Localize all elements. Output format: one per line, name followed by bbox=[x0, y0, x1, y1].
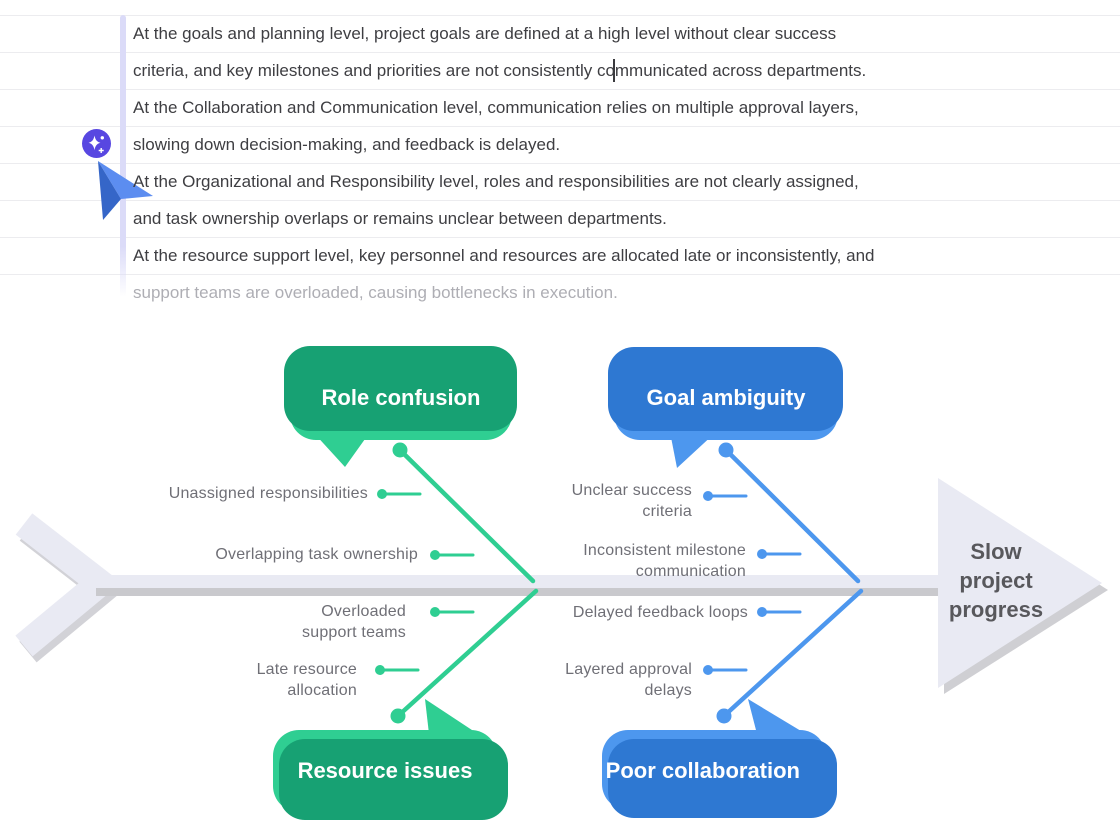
branch-dot bbox=[718, 442, 734, 458]
cause-label[interactable]: Inconsistent milestone communication bbox=[546, 540, 746, 582]
cause-dot bbox=[757, 549, 767, 559]
ruled-line bbox=[0, 52, 1120, 53]
cause-dot bbox=[377, 489, 387, 499]
cause-label-line: Unclear success bbox=[571, 482, 692, 499]
cause-label-line: communication bbox=[635, 563, 746, 580]
cause-label-line: Overloaded bbox=[321, 603, 406, 620]
doc-line[interactable]: and task ownership overlaps or remains u… bbox=[133, 209, 667, 228]
cause-dot bbox=[703, 665, 713, 675]
doc-line[interactable]: slowing down decision-making, and feedba… bbox=[133, 135, 561, 154]
cause-label[interactable]: Overlapping task ownership bbox=[168, 544, 418, 565]
cause-label[interactable]: Layered approval delays bbox=[492, 659, 692, 701]
bubble-tail bbox=[748, 699, 806, 734]
branch-dot bbox=[390, 708, 406, 724]
cause-dot bbox=[703, 491, 713, 501]
effect-label[interactable]: Slow project progress bbox=[948, 539, 1044, 622]
sparkle-icon bbox=[88, 135, 104, 153]
fishbone-diagram bbox=[15, 432, 1108, 734]
ruled-line bbox=[0, 89, 1120, 90]
cause-label-line: Inconsistent milestone bbox=[583, 542, 746, 559]
doc-line-generating[interactable]: support teams are overloaded, causing bo… bbox=[133, 283, 618, 302]
cause-dot bbox=[430, 607, 440, 617]
doc-line[interactable]: At the Organizational and Responsibility… bbox=[133, 172, 859, 191]
ruled-line bbox=[0, 163, 1120, 164]
cause-label[interactable]: Delayed feedback loops bbox=[498, 602, 748, 623]
cause-dot bbox=[757, 607, 767, 617]
cause-label-line: Layered approval bbox=[565, 661, 692, 678]
branch-bottom-right bbox=[721, 588, 864, 719]
bubble-tail bbox=[425, 699, 478, 734]
cause-label-line: criteria bbox=[642, 503, 692, 520]
ruled-line bbox=[0, 200, 1120, 201]
doc-line[interactable]: At the Collaboration and Communication l… bbox=[133, 98, 859, 117]
cause-label-line: delays bbox=[644, 682, 692, 699]
branch-top-left bbox=[397, 447, 536, 584]
cause-label-line: Late resource bbox=[256, 661, 357, 678]
cause-label-line: allocation bbox=[287, 682, 357, 699]
cause-label-line: Overlapping task ownership bbox=[215, 546, 418, 563]
ai-quote-bar bbox=[120, 15, 126, 297]
doc-line[interactable]: criteria, and key milestones and priorit… bbox=[133, 61, 867, 80]
ai-sparkle-button[interactable] bbox=[82, 129, 111, 158]
cause-label[interactable]: Overloaded support teams bbox=[206, 601, 406, 643]
cause-dot bbox=[430, 550, 440, 560]
branch-dot bbox=[392, 442, 408, 458]
category-bubble-goal-ambiguity[interactable]: Goal ambiguity bbox=[608, 347, 843, 440]
bubble-tail bbox=[670, 432, 716, 468]
cause-dot bbox=[375, 665, 385, 675]
cause-label[interactable]: Late resource allocation bbox=[157, 659, 357, 701]
category-bubble-resource-issues[interactable]: Resource issues bbox=[273, 730, 508, 820]
bubble-tail bbox=[313, 432, 370, 467]
category-bubble-poor-collaboration[interactable]: Poor collaboration bbox=[602, 730, 837, 818]
branch-top-right bbox=[723, 447, 861, 584]
text-caret bbox=[613, 59, 615, 82]
head-arrow bbox=[938, 478, 1102, 688]
spine bbox=[90, 575, 940, 588]
fish-tail-chevron bbox=[15, 513, 122, 657]
collaborator-cursor-icon bbox=[88, 153, 160, 225]
ruled-line bbox=[0, 237, 1120, 238]
doc-line[interactable]: At the resource support level, key perso… bbox=[133, 246, 875, 265]
ruled-line bbox=[0, 274, 1120, 275]
branch-bottom-left bbox=[395, 588, 539, 719]
branch-dot bbox=[716, 708, 732, 724]
ruled-line bbox=[0, 15, 1120, 16]
cause-label[interactable]: Unassigned responsibilities bbox=[118, 483, 368, 504]
ruled-line bbox=[0, 126, 1120, 127]
cause-label-line: Delayed feedback loops bbox=[572, 604, 748, 621]
cause-label[interactable]: Unclear success criteria bbox=[492, 480, 692, 522]
cause-label-line: support teams bbox=[302, 624, 406, 641]
doc-line[interactable]: At the goals and planning level, project… bbox=[133, 24, 837, 43]
spine-shadow bbox=[96, 587, 942, 596]
cause-label-line: Unassigned responsibilities bbox=[168, 485, 368, 502]
category-bubble-role-confusion[interactable]: Role confusion bbox=[284, 346, 517, 440]
